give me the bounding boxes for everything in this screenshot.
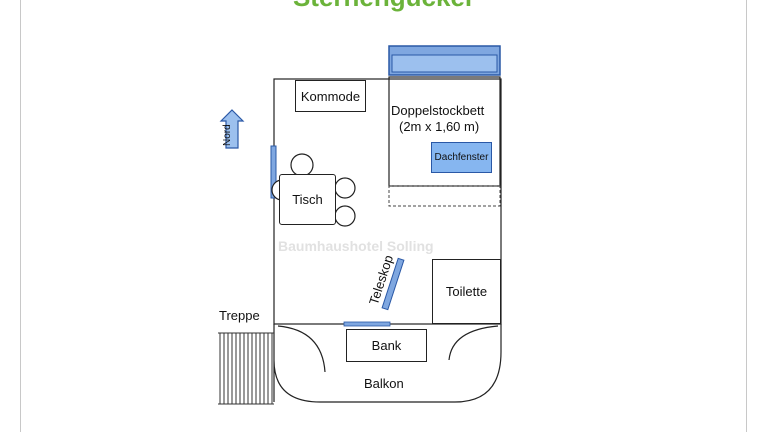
chair-top — [290, 153, 314, 177]
watermark: Baumhaushotel Solling — [278, 238, 434, 254]
stairs-hatching — [218, 332, 274, 405]
bed-lower-dashed — [388, 185, 501, 207]
page-title: Sternengucker — [0, 0, 768, 13]
door-swing-right — [448, 325, 499, 361]
balcony-door-sill — [343, 321, 391, 327]
table: Tisch — [279, 174, 336, 225]
toilet: Toilette — [432, 259, 501, 324]
chair-right-bottom — [334, 205, 356, 227]
door-swing-left — [277, 325, 326, 373]
chair-right-top — [334, 177, 356, 199]
bed-label: Doppelstockbett — [391, 103, 485, 118]
telescope-shape — [381, 257, 405, 311]
balcony-label: Balkon — [364, 376, 404, 391]
compass-label: Nord — [222, 124, 233, 146]
kommode: Kommode — [295, 80, 366, 112]
left-window — [270, 145, 277, 199]
stairs-label: Treppe — [219, 308, 260, 323]
balcony-outline — [273, 324, 502, 403]
north-arrow-icon — [219, 109, 245, 149]
frame-left-border — [20, 0, 21, 432]
skylight: Dachfenster — [431, 142, 492, 173]
bed-window-inner — [391, 54, 498, 73]
frame-right-border — [746, 0, 747, 432]
bench: Bank — [346, 329, 427, 362]
bed-size-label: (2m x 1,60 m) — [399, 119, 480, 134]
